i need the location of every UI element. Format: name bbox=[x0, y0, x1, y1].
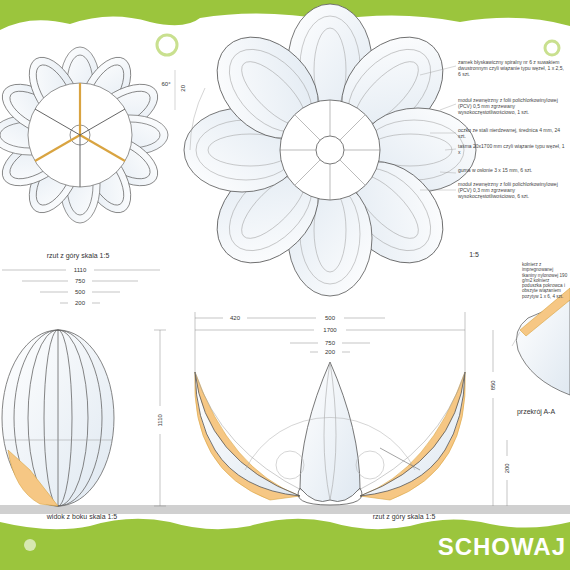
dimension-label: 1110 bbox=[73, 267, 87, 274]
dimension-label: rzut z góry skala 1:5 bbox=[373, 513, 436, 521]
dimension-label: widok z boku skala 1:5 bbox=[47, 513, 117, 521]
note-text: oczko ze stali nierdzewnej, średnica 4 m… bbox=[458, 128, 566, 140]
dimension-label: 200 bbox=[74, 300, 86, 307]
dimension-label: 200 bbox=[324, 349, 336, 356]
dimension-label: 420 bbox=[229, 315, 241, 322]
note-text: moduł zewnętrzny z folii polichlorkowiny… bbox=[458, 98, 566, 115]
dimension-label: 500 bbox=[74, 289, 86, 296]
dimension-label: rzut z góry skala 1:5 bbox=[47, 252, 110, 260]
dimension-label: przekrój A-A bbox=[517, 408, 555, 416]
dimension-label: 750 bbox=[74, 278, 86, 285]
note-text: guma w osłonie 3 x 15 mm, 6 szt. bbox=[458, 168, 566, 174]
dimension-label: 1110 bbox=[157, 413, 164, 427]
dimension-label: 1700 bbox=[322, 327, 337, 334]
dimension-label: 1:5 bbox=[469, 251, 479, 259]
dimension-label: 850 bbox=[490, 379, 497, 391]
note-text: moduł zewnętrzny z folii polichlorkowiny… bbox=[458, 182, 566, 199]
dimension-label: 20 bbox=[180, 85, 187, 92]
note-text: zamek błyskawiczny spiralny nr 6 z suwak… bbox=[458, 60, 566, 77]
dimension-label: 500 bbox=[324, 315, 336, 322]
dimension-label: 60° bbox=[161, 81, 170, 88]
watermark: SCHOWAJ bbox=[438, 534, 566, 560]
dimension-label: 750 bbox=[324, 340, 336, 347]
note-text: taśma 20x1700 mm czyli wiązanie typu węz… bbox=[458, 144, 566, 156]
note-text: kołnierz z impregnowanej tkaniny nylonow… bbox=[522, 262, 568, 299]
dimension-label: 200 bbox=[504, 462, 511, 474]
